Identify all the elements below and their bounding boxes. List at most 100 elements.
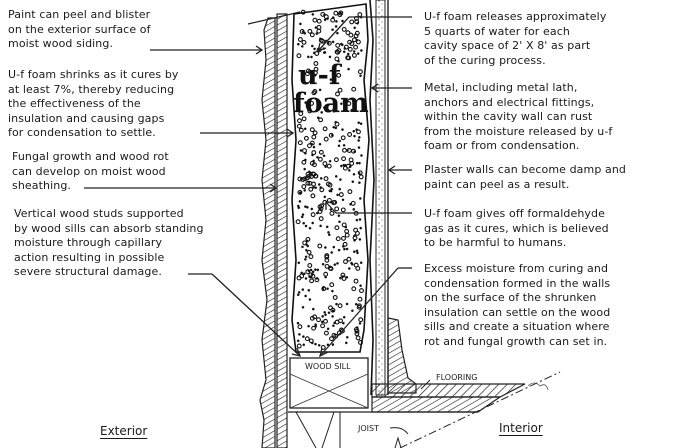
foam-bubble xyxy=(334,319,340,325)
foam-bubble xyxy=(332,245,336,249)
foam-bubble xyxy=(312,130,318,136)
foam-bubble xyxy=(339,328,345,334)
note-line: severe structural damage. xyxy=(14,265,162,279)
note-line: Vertical wood studs supported xyxy=(14,207,184,220)
foam-bubble xyxy=(338,192,344,198)
foam-bubble xyxy=(348,157,354,163)
foam-bubble xyxy=(356,52,360,55)
foam-bubble xyxy=(334,120,338,124)
foam-bubble xyxy=(311,270,315,274)
foam-bubble xyxy=(330,307,336,313)
foam-bubble xyxy=(310,341,314,345)
foam-bubble xyxy=(353,278,359,284)
foam-bubble xyxy=(323,271,329,277)
plaster-wall xyxy=(375,0,386,396)
foam-bubble xyxy=(323,330,329,336)
foam-bubble xyxy=(297,189,303,195)
foam-bubble xyxy=(345,247,349,251)
foam-bubble xyxy=(316,116,320,119)
foam-bubble xyxy=(311,13,315,16)
foam-bubble xyxy=(331,289,334,293)
foam-bubble xyxy=(355,38,359,42)
foam-bubble xyxy=(310,44,314,48)
foam-bubble xyxy=(297,97,301,101)
foam-bubble xyxy=(307,288,311,292)
foam-bubble xyxy=(351,286,357,292)
foam-bubble xyxy=(357,146,361,149)
note-line: U-f foam releases approximately xyxy=(424,10,607,23)
foam-bubble xyxy=(345,55,351,61)
foam-bubble xyxy=(326,287,329,291)
foam-bubble xyxy=(296,321,300,325)
foam-bubble xyxy=(344,341,348,345)
foam-bubble xyxy=(331,315,334,318)
foam-bubble xyxy=(355,249,359,253)
foam-bubble xyxy=(311,307,315,311)
foam-bubble xyxy=(324,313,327,317)
foam-bubble xyxy=(341,19,344,23)
foam-label-uf: u-f xyxy=(298,60,343,91)
foam-bubble xyxy=(297,261,301,265)
foam-bubble xyxy=(323,136,329,142)
foam-bubble xyxy=(340,102,343,105)
foam-bubble xyxy=(351,309,354,313)
foam-bubble xyxy=(297,291,301,294)
foam-bubble xyxy=(313,61,319,66)
foam-bubble xyxy=(347,67,350,71)
foam-bubble xyxy=(340,43,344,47)
foam-bubble xyxy=(345,275,349,279)
foam-bubble xyxy=(348,32,354,38)
foam-bubble xyxy=(359,261,363,265)
foam-bubble xyxy=(301,159,307,165)
foam-bubble xyxy=(305,248,308,252)
note-line: sills and create a situation where xyxy=(424,320,610,334)
foam-bubble xyxy=(333,10,339,16)
foam-bubble xyxy=(296,275,302,281)
foam-bubble xyxy=(336,193,339,197)
foam-bubble xyxy=(343,247,346,251)
foam-bubble xyxy=(355,335,361,341)
interior-label: Interior xyxy=(499,421,543,435)
foam-bubble xyxy=(355,39,361,45)
foam-bubble xyxy=(299,22,302,26)
foam-bubble xyxy=(339,276,342,280)
foam-bubble xyxy=(335,42,341,48)
foam-bubble xyxy=(332,324,335,328)
foam-bubble xyxy=(327,233,331,237)
foam-bubble xyxy=(298,111,304,117)
foam-bubble xyxy=(312,17,318,23)
wood-sheathing xyxy=(276,13,288,448)
foam-bubble xyxy=(353,227,359,233)
foam-bubble xyxy=(357,136,361,139)
foam-bubble xyxy=(332,295,338,300)
foam-bubble xyxy=(300,215,304,219)
foam-bubble xyxy=(334,206,340,212)
foam-bubble xyxy=(306,55,310,59)
foam-bubble xyxy=(353,234,356,237)
foam-bubble xyxy=(322,126,328,132)
foam-bubble xyxy=(317,156,323,162)
foam-bubble xyxy=(317,209,323,214)
foam-bubble xyxy=(342,147,347,153)
foam-bubble xyxy=(326,163,332,169)
foam-bubble xyxy=(319,177,323,180)
foam-bubble xyxy=(327,231,330,234)
foam-bubble xyxy=(353,44,359,50)
note-line: U-f foam shrinks as it cures by xyxy=(8,68,179,81)
foam-bubble xyxy=(317,183,321,186)
foam-bubble xyxy=(359,74,362,77)
foam-bubble xyxy=(358,161,361,165)
foam-bubble xyxy=(319,187,325,193)
foam-bubble xyxy=(318,142,322,146)
foam-bubble xyxy=(309,278,315,284)
note-line: the effectiveness of the xyxy=(8,97,141,111)
foam-bubble xyxy=(306,173,312,179)
foam-bubble xyxy=(301,116,307,122)
foam-bubble xyxy=(318,117,324,123)
foam-bubble xyxy=(316,317,321,323)
